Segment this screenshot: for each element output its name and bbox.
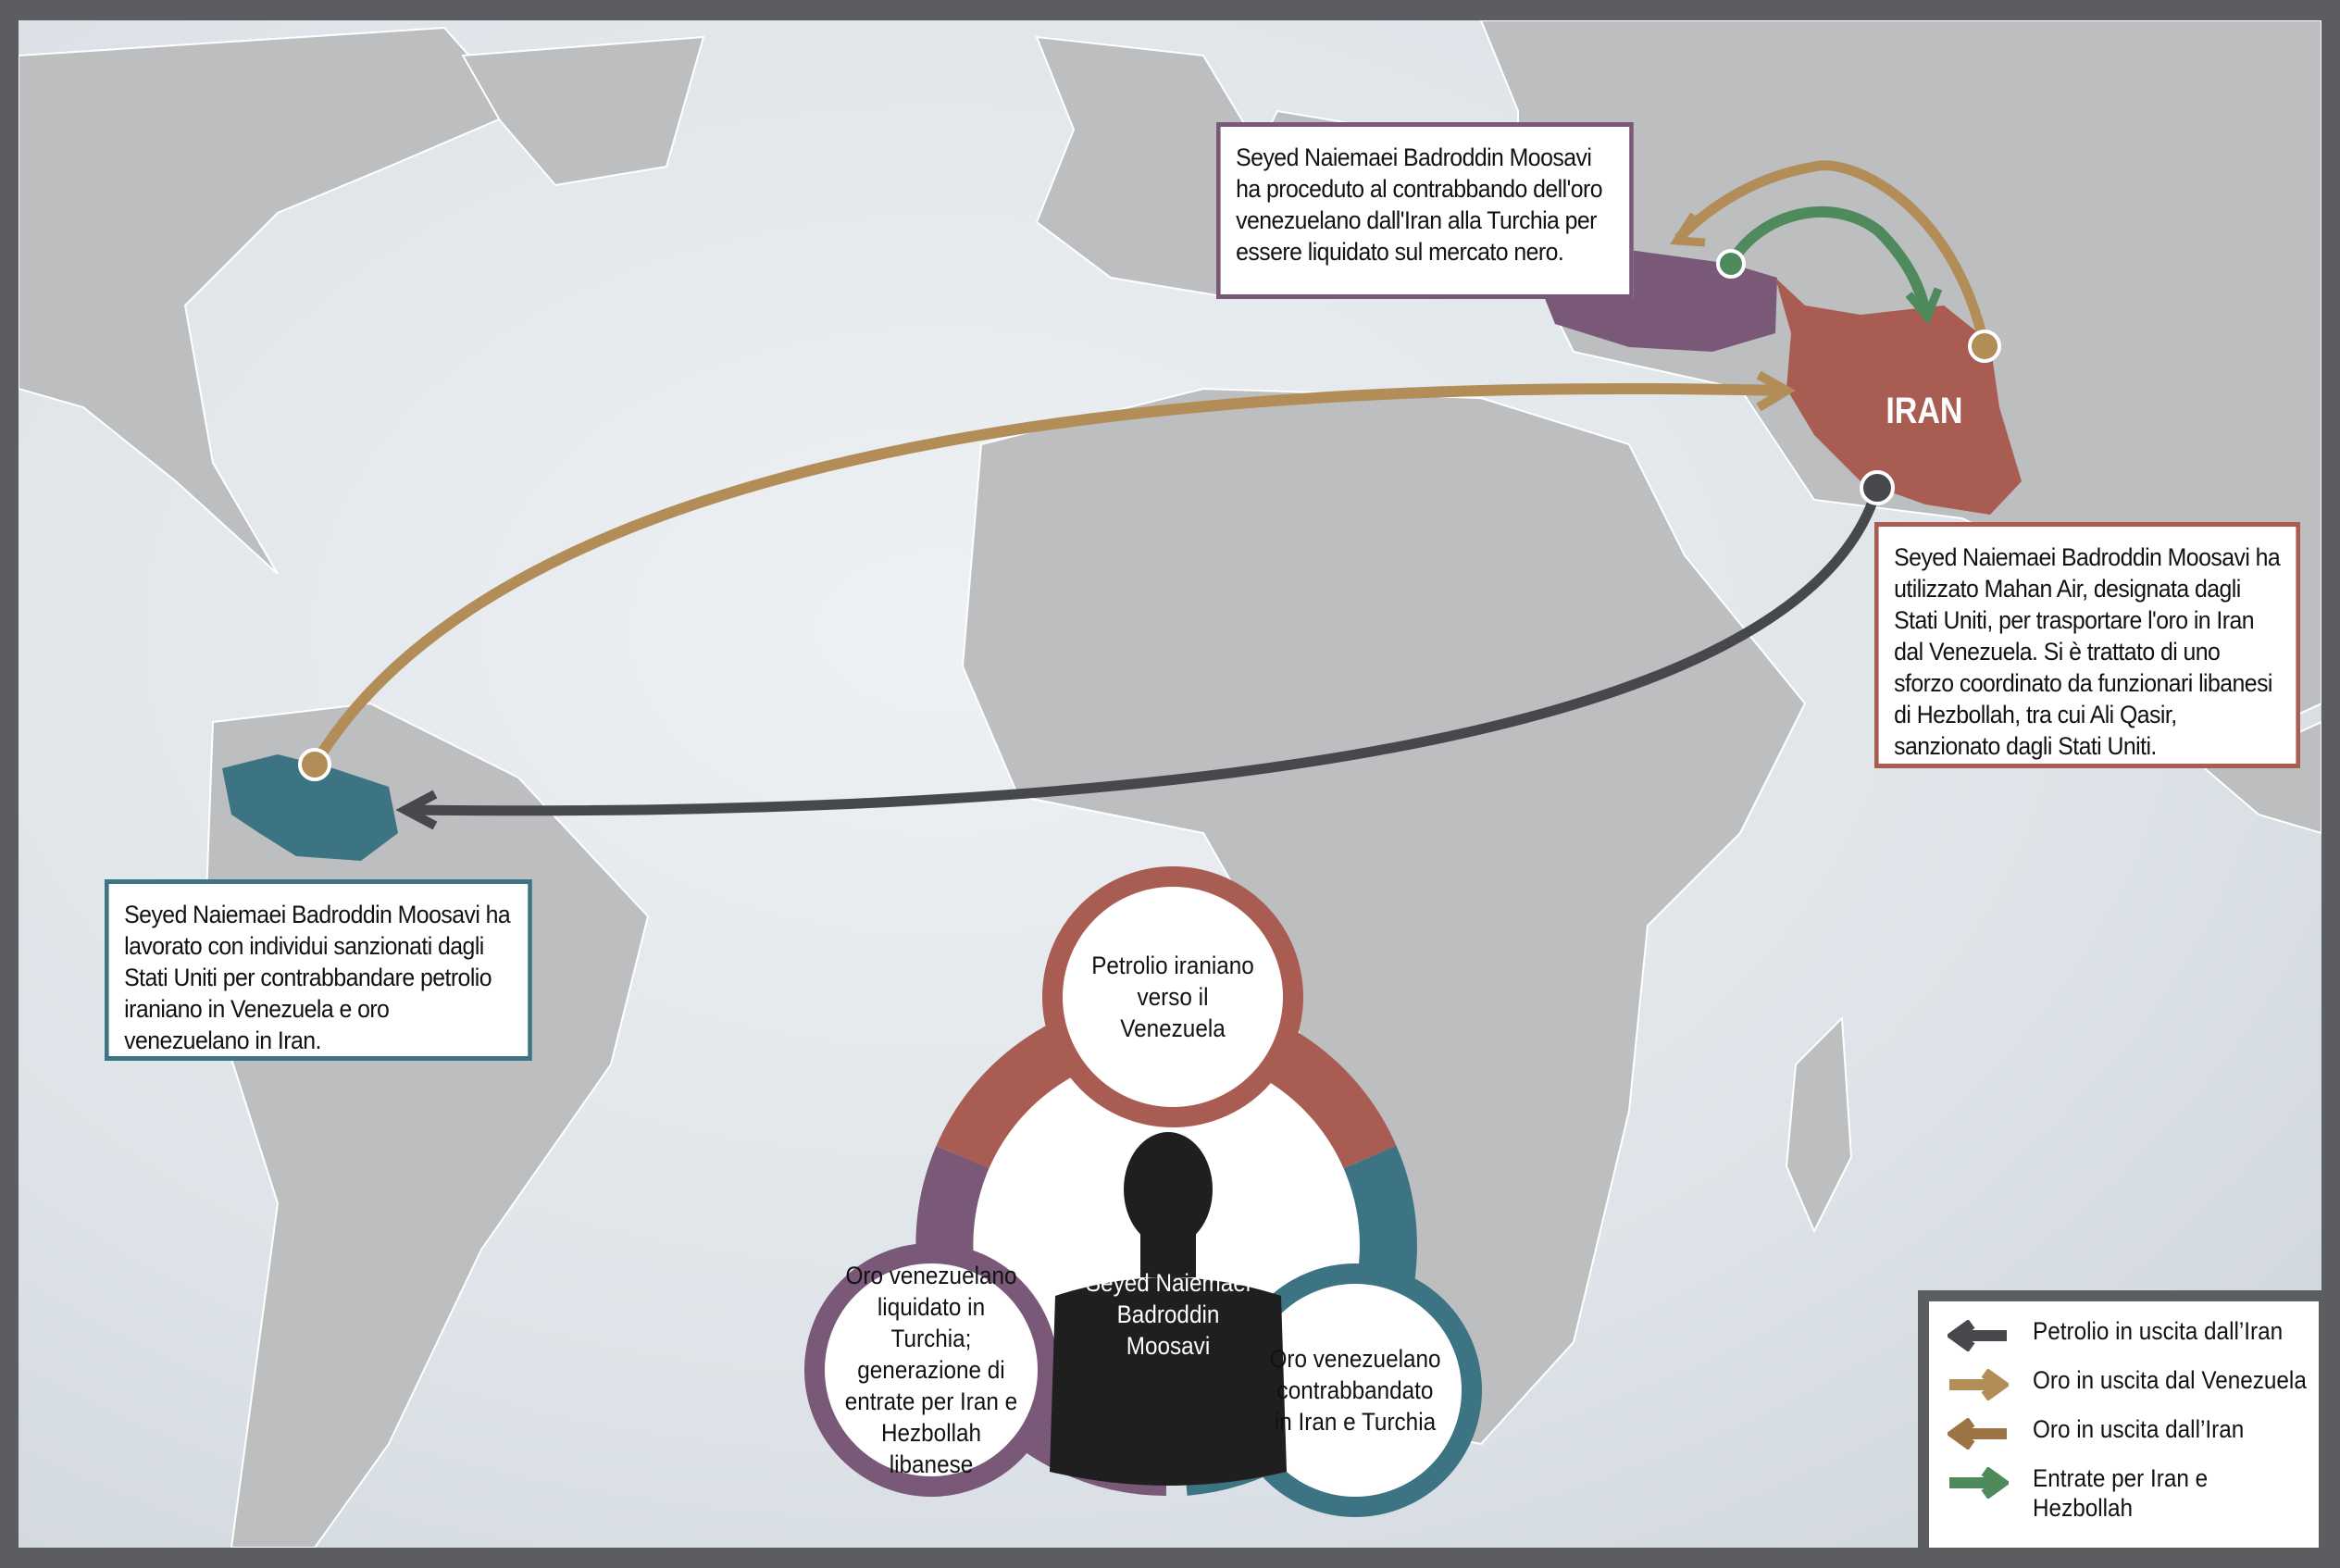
venezuela-origin-dot xyxy=(298,748,331,781)
iran-origin-dot xyxy=(1860,470,1895,505)
cycle-step-top: Petrolio iraniano verso il Venezuela xyxy=(1091,952,1254,1042)
gold-arrow-iran-turkey xyxy=(1674,160,1990,348)
legend-item-oil: Petrolio in uscita dall’Iran xyxy=(1948,1316,2319,1365)
legend-label: Petrolio in uscita dall’Iran xyxy=(2033,1317,2284,1345)
iran-gold-dot xyxy=(1968,330,2001,363)
legend-item-gold-venezuela: Oro in uscita dal Venezuela xyxy=(1948,1365,2319,1414)
venezuela-shape xyxy=(222,754,398,861)
gold-iran-arrowhead xyxy=(1670,212,1706,247)
arrow-right-icon xyxy=(1949,1467,2009,1499)
cycle-step-left: Oro venezuelano liquidato in Turchia; ge… xyxy=(844,1262,1018,1478)
arrow-left-icon xyxy=(1948,1320,2007,1351)
iran-annotation-box: Seyed Naiemaei Badroddin Moosavi ha util… xyxy=(1874,522,2300,768)
turkey-green-dot xyxy=(1716,249,1746,279)
cycle-step-right: Oro venezuelano contrabbandato in Iran e… xyxy=(1269,1345,1441,1436)
cycle-center-name: Seyed Naiemaei Badroddin Moosavi xyxy=(1085,1269,1251,1360)
legend: Petrolio in uscita dall’Iran Oro in usci… xyxy=(1918,1290,2328,1548)
legend-label: Oro in uscita dal Venezuela xyxy=(2033,1366,2307,1394)
iran-shape xyxy=(1775,278,2022,515)
legend-label: Oro in uscita dall’Iran xyxy=(2033,1415,2245,1443)
arrow-left-icon xyxy=(1948,1418,2007,1450)
legend-panel: Petrolio in uscita dall’Iran Oro in usci… xyxy=(1929,1301,2319,1548)
person-silhouette-icon xyxy=(1050,1132,1287,1486)
turkey-annotation-box: Seyed Naiemaei Badroddin Moosavi ha proc… xyxy=(1216,122,1634,299)
legend-item-revenue: Entrate per Iran e Hezbollah xyxy=(1948,1463,2319,1522)
iran-country-label: IRAN xyxy=(1886,391,1963,431)
arrow-right-icon xyxy=(1949,1369,2009,1400)
cycle-diagram xyxy=(804,866,1482,1517)
green-arrow-revenue xyxy=(1725,206,1931,315)
legend-label: Entrate per Iran e Hezbollah xyxy=(2033,1464,2209,1522)
gold-arrowhead xyxy=(1756,370,1796,412)
oil-arrowhead xyxy=(395,790,438,830)
green-arrowhead xyxy=(1905,287,1943,325)
legend-item-gold-iran: Oro in uscita dall’Iran xyxy=(1948,1414,2319,1463)
oil-arrow-iran-venezuela xyxy=(406,486,1883,816)
venezuela-annotation-box: Seyed Naiemaei Badroddin Moosavi ha lavo… xyxy=(105,879,532,1061)
world-map: Seyed Naiemaei Badroddin Moosavi ha proc… xyxy=(19,20,2321,1548)
gold-arrow-venezuela-iran xyxy=(309,383,1788,770)
